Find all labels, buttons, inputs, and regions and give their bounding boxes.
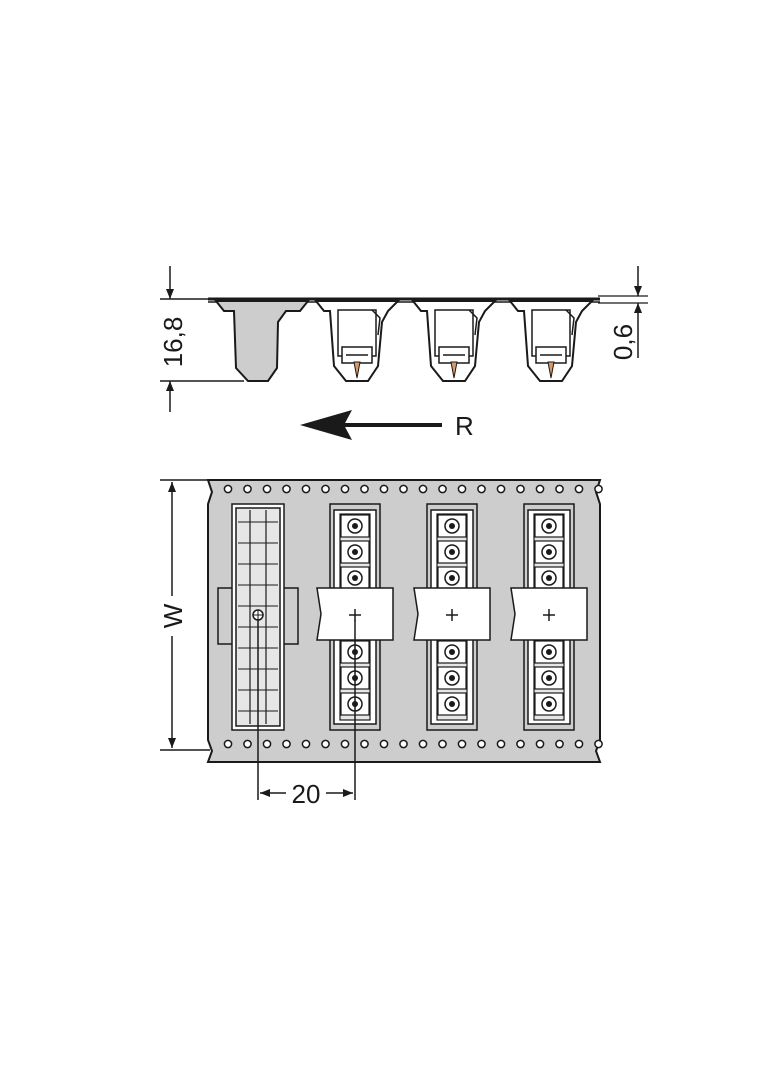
sprocket-hole xyxy=(516,739,525,749)
sprocket-hole xyxy=(477,484,486,494)
sprocket-hole xyxy=(340,484,350,494)
sprocket-hole xyxy=(379,484,389,494)
sprocket-hole xyxy=(594,739,603,749)
sprocket-hole xyxy=(262,484,272,494)
cover-cap-profile xyxy=(213,300,311,382)
sprocket-hole xyxy=(223,484,233,494)
side-view: 16,8 0,6 xyxy=(158,266,648,412)
sprocket-hole xyxy=(594,484,603,494)
feed-direction-label: R xyxy=(455,411,474,441)
sprocket-hole xyxy=(555,739,564,749)
height-dimension: 16,8 xyxy=(158,266,244,412)
connector-pocket-profile xyxy=(410,300,498,382)
terminal-pin xyxy=(546,649,552,655)
sprocket-hole xyxy=(282,739,291,749)
terminal-pin xyxy=(546,549,552,555)
sprocket-hole xyxy=(535,484,545,494)
sprocket-hole xyxy=(496,739,506,749)
sprocket-hole xyxy=(555,484,564,494)
sprocket-hole xyxy=(379,739,389,749)
terminal-pin xyxy=(449,701,455,707)
sprocket-holes-top xyxy=(223,484,603,494)
width-dimension: W xyxy=(158,479,210,751)
terminal-pin xyxy=(449,523,455,529)
sprocket-hole xyxy=(399,484,408,494)
width-dimension-label: W xyxy=(158,603,188,628)
terminal-pin xyxy=(352,575,358,581)
sprocket-holes-bottom xyxy=(223,739,603,749)
terminal-pin xyxy=(546,701,552,707)
sprocket-hole xyxy=(438,739,447,749)
sprocket-hole xyxy=(496,484,506,494)
sprocket-hole xyxy=(360,739,369,749)
terminal-pin xyxy=(449,649,455,655)
thickness-dimension-label: 0,6 xyxy=(608,324,638,360)
sprocket-hole xyxy=(243,484,252,494)
terminal-pin xyxy=(546,523,552,529)
feed-direction-arrowhead xyxy=(300,410,352,440)
terminal-pin xyxy=(352,549,358,555)
pitch-dimension: 20 xyxy=(257,620,356,809)
connector-top-view xyxy=(413,503,491,731)
sprocket-hole xyxy=(418,484,428,494)
sprocket-hole xyxy=(301,739,311,749)
sprocket-hole xyxy=(301,484,311,494)
feed-direction: R xyxy=(300,410,474,441)
sprocket-hole xyxy=(438,484,447,494)
terminal-pin xyxy=(546,575,552,581)
sprocket-hole xyxy=(321,484,330,494)
sprocket-hole xyxy=(574,739,584,749)
sprocket-hole xyxy=(360,484,369,494)
terminal-pin xyxy=(546,675,552,681)
sprocket-hole xyxy=(321,739,330,749)
sprocket-hole xyxy=(574,484,584,494)
connector-pocket-profile xyxy=(313,300,401,382)
sprocket-hole xyxy=(340,739,350,749)
thickness-dimension: 0,6 xyxy=(598,266,648,360)
connector-top-view xyxy=(510,503,588,731)
sprocket-hole xyxy=(399,739,408,749)
connector-pocket-profile xyxy=(507,300,595,382)
sprocket-hole xyxy=(282,484,291,494)
sprocket-hole xyxy=(457,484,467,494)
pitch-dimension-label: 20 xyxy=(292,779,321,809)
sprocket-hole xyxy=(477,739,486,749)
terminal-pin xyxy=(449,675,455,681)
sprocket-hole xyxy=(223,739,233,749)
sprocket-hole xyxy=(457,739,467,749)
terminal-pin xyxy=(449,549,455,555)
sprocket-hole xyxy=(262,739,272,749)
sprocket-hole xyxy=(516,484,525,494)
terminal-pin xyxy=(449,575,455,581)
sprocket-hole xyxy=(418,739,428,749)
sprocket-hole xyxy=(535,739,545,749)
terminal-pin xyxy=(352,523,358,529)
height-dimension-label: 16,8 xyxy=(158,317,188,368)
top-view: W 20 xyxy=(158,479,603,809)
connector-group xyxy=(316,503,588,731)
sprocket-hole xyxy=(243,739,252,749)
